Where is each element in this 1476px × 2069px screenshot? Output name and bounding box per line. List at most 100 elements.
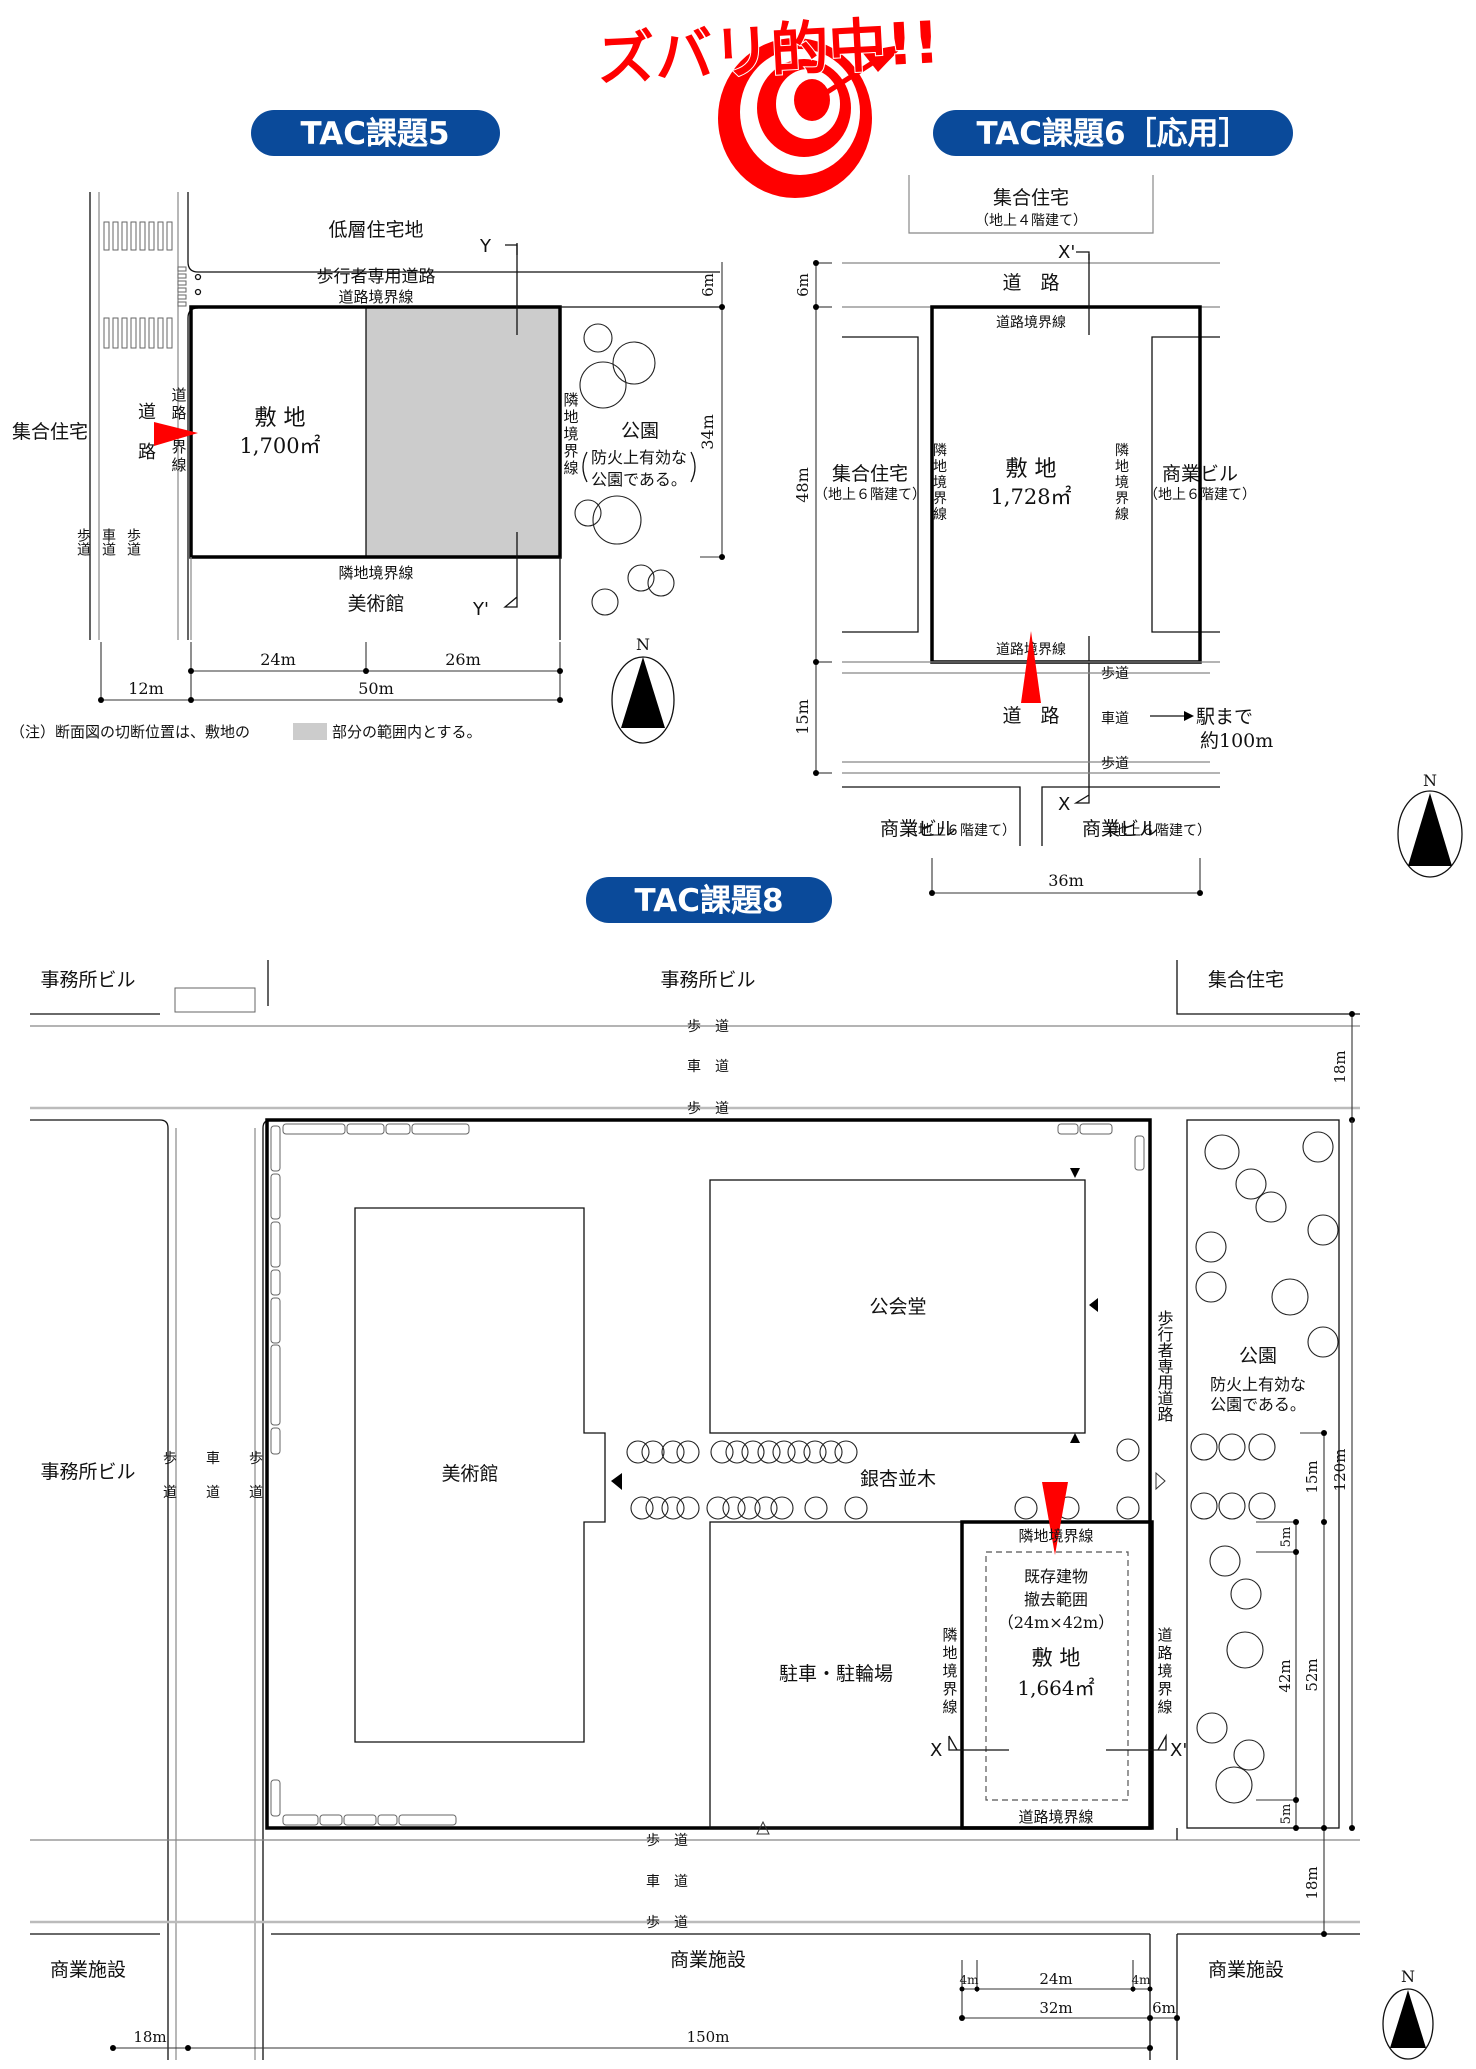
park-note-2: 公園である。 <box>591 470 687 489</box>
svg-text:地: 地 <box>933 459 947 475</box>
park-label: 公園 <box>621 420 659 442</box>
badge-tac8-label: TAC課題8 <box>634 883 783 919</box>
dim-15m: 15m <box>1303 1460 1321 1493</box>
svg-text:界: 界 <box>942 1680 957 1698</box>
dim-6m: 6m <box>1152 1999 1176 2017</box>
station-arrow-icon <box>1150 711 1194 721</box>
svg-text:線: 線 <box>933 507 947 523</box>
badge-tac6: TAC課題6［応用］ <box>933 110 1293 156</box>
approach-arrow <box>154 422 198 446</box>
svg-text:地: 地 <box>942 1644 957 1662</box>
svg-text:線: 線 <box>942 1698 957 1716</box>
section-y-prime-label: Y' <box>472 599 489 620</box>
parking-label: 駐車・駐輪場 <box>779 1663 893 1685</box>
south-building-left-label: 商業ビル <box>880 818 956 840</box>
site-area: 1,664㎡ <box>1017 1676 1094 1700</box>
road-section-roadway: 車道 <box>100 527 116 557</box>
south-boundary-label: 隣地境界線 <box>338 564 413 582</box>
dim-15m: 15m <box>793 699 812 735</box>
sidewalk-north-label: 歩道 <box>1101 666 1129 682</box>
logo-text: ズバリ的中!! <box>595 8 941 94</box>
dim-4m-left: 4m <box>959 1973 979 1987</box>
demolition-line-2: 撤去範囲 <box>1024 1590 1088 1609</box>
park-note-1: 防火上有効な <box>591 448 687 467</box>
note-hatch-swatch <box>293 723 327 740</box>
svg-text:界: 界 <box>1157 1680 1172 1698</box>
station-label-1: 駅まで <box>1196 706 1253 728</box>
site-bottom-boundary: 道路境界線 <box>1018 1808 1093 1826</box>
dim-4m-right: 4m <box>1131 1973 1151 1987</box>
svg-text:車: 車 <box>206 1450 220 1467</box>
road-label-a: 道 <box>138 402 156 423</box>
approach-arrow <box>1042 1482 1068 1555</box>
south-road-label: 道 路 <box>1002 705 1059 727</box>
svg-text:界: 界 <box>1115 491 1129 507</box>
site-label: 敷 地 <box>1032 1646 1081 1670</box>
roadway-label: 車道 <box>1101 710 1129 727</box>
svg-text:隣: 隣 <box>942 1626 957 1644</box>
dim-42m: 42m <box>1276 1659 1294 1692</box>
svg-text:地: 地 <box>1115 459 1129 475</box>
north-building-label: 集合住宅 <box>993 187 1069 209</box>
svg-text:道: 道 <box>163 1485 177 1501</box>
svg-text:隣: 隣 <box>1115 443 1129 459</box>
approach-arrow <box>1021 631 1041 703</box>
park-trees <box>574 323 675 616</box>
south-building-right-label: 商業ビル <box>1082 818 1158 840</box>
panel-tac6: 集合住宅 （地上４階建て） 道 路 集合住宅 （地上６階建て） 商業ビル （地上… <box>793 175 1463 896</box>
south-building-right-sub: （地上６階建て） <box>1099 823 1211 839</box>
section-x-label: X <box>1058 794 1070 815</box>
south-building-label: 美術館 <box>347 593 404 615</box>
section-x-label: X <box>930 1740 942 1761</box>
sw-building-label: 商業施設 <box>50 1959 126 1981</box>
north-lowrise-label: 低層住宅地 <box>328 219 423 241</box>
badge-tac8: TAC課題8 <box>586 877 832 923</box>
west-road-labels: 歩 車 歩 道 道 道 <box>163 1450 263 1501</box>
svg-text:N: N <box>1423 771 1437 790</box>
svg-text:界: 界 <box>563 442 578 460</box>
dim-24m: 24m <box>1039 1970 1072 1988</box>
pedestrian-road-label: 歩行者専用道路 <box>317 267 436 287</box>
hall-footprint <box>709 1179 1086 1434</box>
crosswalk <box>174 987 256 1013</box>
road-label-b: 路 <box>138 442 156 463</box>
svg-text:線: 線 <box>171 456 186 474</box>
road-boundary-top: 道路境界線 <box>996 315 1066 331</box>
dim-48m: 48m <box>793 467 812 503</box>
museum-footprint <box>354 1207 606 1743</box>
section-note-tail: 部分の範囲内とする。 <box>332 723 482 741</box>
north-road-label: 道 路 <box>1002 272 1059 294</box>
svg-text:N: N <box>1401 1967 1415 1986</box>
dim-5m-bottom: 5m <box>1279 1804 1294 1825</box>
panel-tac5: Y Y' 低層住宅地 歩行者専用道路 道路境界線 集合住宅 道 路 道 路 界 … <box>10 192 725 744</box>
park-note-2: 公園である。 <box>1210 1395 1306 1414</box>
west-boundary-vertical: 隣 地 境 界 線 <box>933 443 947 523</box>
svg-text:線: 線 <box>563 459 578 477</box>
svg-text:道: 道 <box>249 1485 263 1501</box>
crosswalk <box>103 221 202 349</box>
svg-text:歩: 歩 <box>163 1451 177 1467</box>
hall-label: 公会堂 <box>869 1296 926 1318</box>
section-note: （注）断面図の切断位置は、敷地の <box>10 723 250 741</box>
dim-5m-top: 5m <box>1279 1527 1294 1548</box>
demolition-line-3: （24m×42m） <box>998 1613 1114 1632</box>
svg-text:歩: 歩 <box>249 1451 263 1467</box>
north-building-sub: （地上４階建て） <box>975 213 1087 229</box>
park-label: 公園 <box>1239 1345 1277 1367</box>
svg-text:隣: 隣 <box>933 443 947 459</box>
dimensions-tac8: 18m 120m 15m 52m 5m 42m 5m 18m <box>110 1011 1355 2051</box>
ginkgo-trees <box>626 1438 1140 1520</box>
road-north-sidewalk-2: 歩 道 <box>687 1101 729 1117</box>
s-building-label: 商業施設 <box>670 1949 746 1971</box>
dim-26m: 26m <box>445 650 481 669</box>
park-note-1: 防火上有効な <box>1210 1375 1306 1394</box>
section-x-prime-label: X' <box>1170 1740 1187 1761</box>
north-arrow-icon: N <box>1382 1967 1434 2060</box>
dim-50m: 50m <box>358 679 394 698</box>
site-label: 敷 地 <box>255 406 306 431</box>
dim-52m: 52m <box>1303 1658 1321 1691</box>
section-zone-hatch <box>366 307 560 557</box>
svg-text:境: 境 <box>1157 1662 1172 1680</box>
svg-text:線: 線 <box>1115 507 1129 523</box>
